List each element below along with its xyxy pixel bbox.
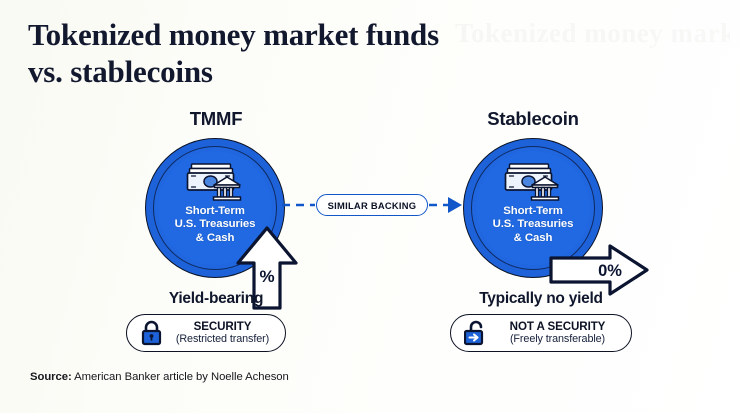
- similar-backing-pill: SIMILAR BACKING: [316, 194, 428, 216]
- stablecoin-yield-caption: Typically no yield: [479, 290, 603, 307]
- source-attribution: Source: American Banker article by Noell…: [30, 371, 289, 383]
- stablecoin-security-badge-title: NOT A SECURITY: [509, 320, 606, 334]
- open-padlock-arrow-icon: [464, 320, 484, 346]
- tmmf-circle-label-line-3: & Cash: [195, 231, 235, 244]
- source-text: American Banker article by Noelle Acheso…: [71, 371, 289, 383]
- tmmf-security-badge-subtitle: (Restricted transfer): [175, 333, 270, 346]
- stablecoin-security-badge-subtitle: (Freely transferable): [509, 333, 606, 346]
- tmmf-column-heading: TMMF: [189, 108, 243, 129]
- tmmf-circle-content: Short-Term U.S. Treasuries & Cash: [145, 138, 285, 278]
- stablecoin-circle-label-line-1: Short-Term: [503, 205, 563, 217]
- page-title-line-1: Tokenized money market funds: [28, 17, 439, 52]
- stablecoin-circle-label-line-2: U.S. Treasuries: [492, 218, 574, 231]
- stablecoin-circle-label-line-3: & Cash: [513, 231, 553, 244]
- tmmf-yield-arrow-value: %: [259, 267, 274, 286]
- page-title-line-2: vs. stablecoins: [28, 53, 213, 89]
- cash-and-bank-icon: [504, 163, 560, 201]
- closed-padlock-icon: [141, 320, 162, 346]
- tmmf-yield-caption: Yield-bearing: [168, 290, 264, 307]
- stablecoin-circle-label: Short-Term U.S. Treasuries & Cash: [493, 205, 574, 245]
- tmmf-circle-label: Short-Term U.S. Treasuries & Cash: [175, 205, 256, 245]
- cash-and-bank-icon: [186, 163, 242, 201]
- tmmf-yield-up-arrow: %: [236, 226, 298, 310]
- stablecoin-security-badge-text: NOT A SECURITY (Freely transferable): [492, 320, 631, 345]
- tmmf-circle-label-line-1: Short-Term: [185, 205, 245, 217]
- similar-backing-connector: SIMILAR BACKING: [282, 188, 462, 224]
- stablecoin-column-heading: Stablecoin: [487, 108, 579, 129]
- page-title: Tokenized money market funds vs. stablec…: [28, 17, 588, 90]
- tmmf-security-badge: SECURITY (Restricted transfer): [126, 314, 286, 352]
- stablecoin-yield-arrow-value: 0%: [598, 262, 622, 280]
- source-label: Source:: [30, 371, 72, 383]
- stablecoin-zero-yield-right-arrow: 0%: [549, 244, 649, 296]
- tmmf-security-badge-title: SECURITY: [193, 320, 252, 334]
- tmmf-security-badge-text: SECURITY (Restricted transfer): [168, 320, 285, 345]
- connector-lines-and-arrowhead: [282, 197, 462, 213]
- tmmf-circle-label-line-2: U.S. Treasuries: [174, 218, 256, 231]
- stablecoin-circle: Short-Term U.S. Treasuries & Cash: [463, 138, 603, 278]
- connector-arrowhead-icon: [448, 197, 462, 213]
- stablecoin-security-badge: NOT A SECURITY (Freely transferable): [450, 314, 632, 352]
- stablecoin-circle-content: Short-Term U.S. Treasuries & Cash: [463, 138, 603, 278]
